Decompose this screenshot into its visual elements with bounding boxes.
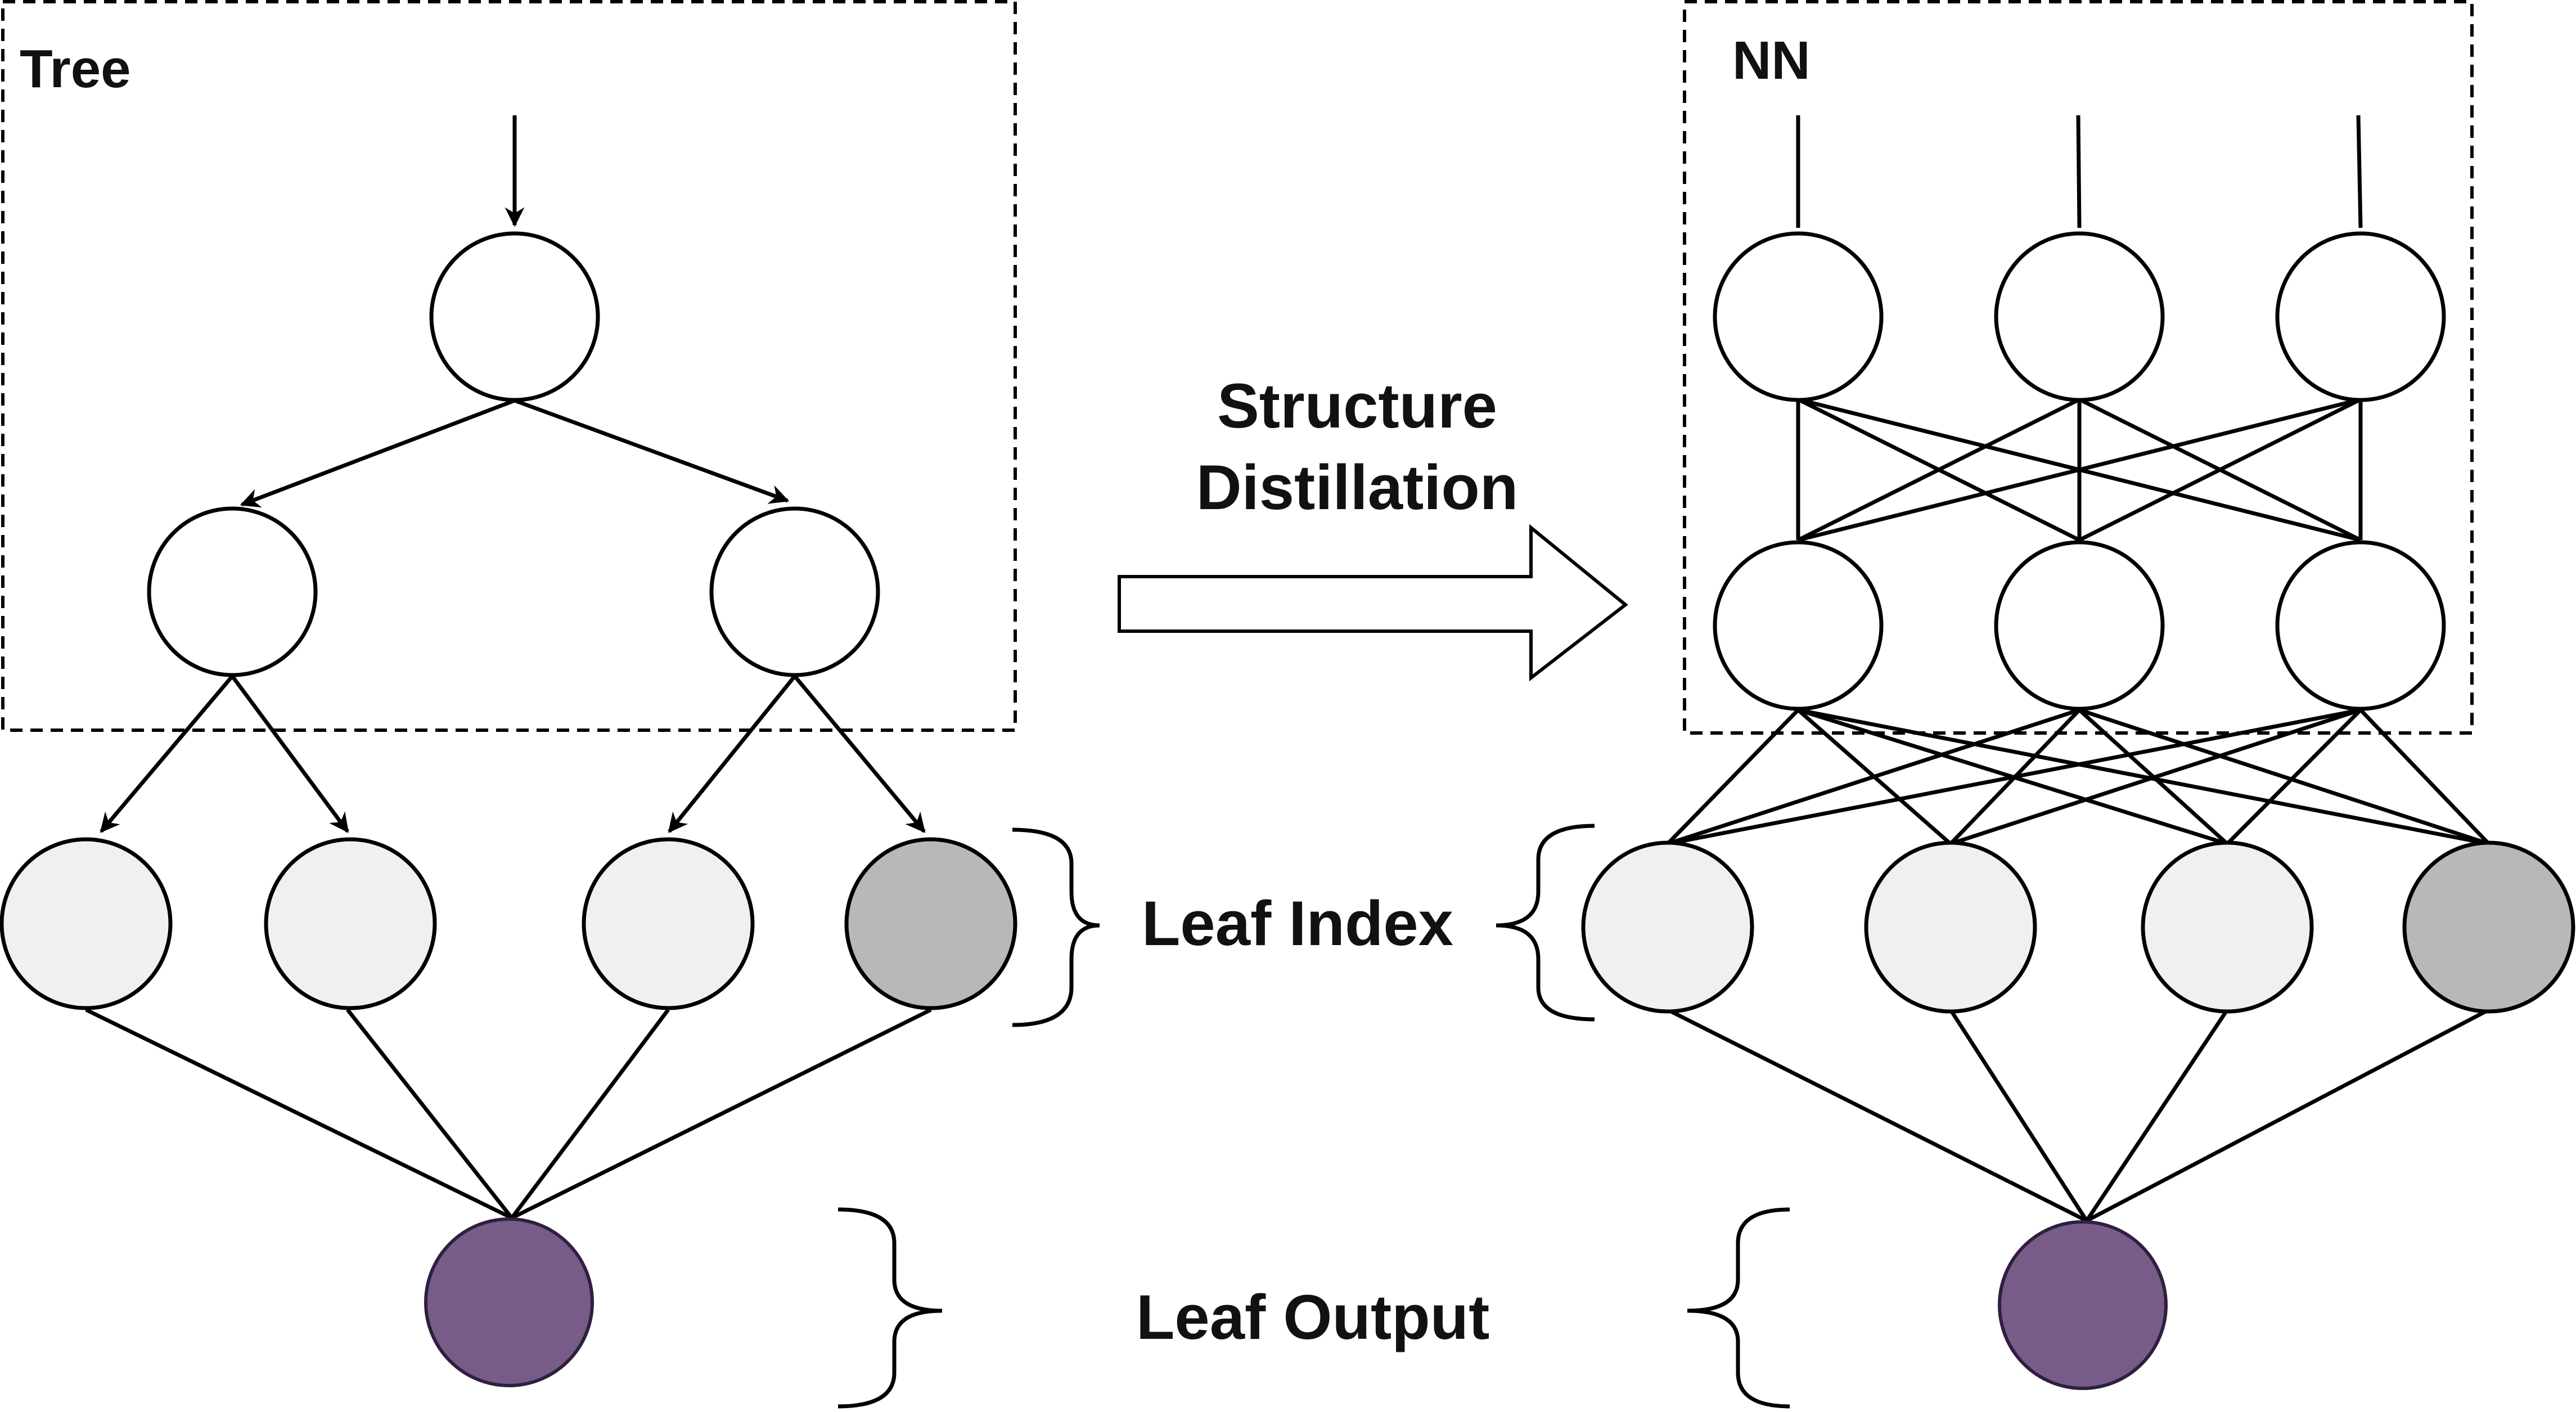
tree-dashed-box — [1, 0, 1017, 732]
tree-leaf-node — [0, 837, 173, 1010]
leaf-index-brace-right — [1496, 824, 1595, 1022]
tree-selected-leaf-node — [844, 837, 1017, 1010]
nn-label: NN — [1732, 30, 1811, 91]
nn-input-node — [1994, 231, 2165, 402]
nn-input-node — [2275, 231, 2446, 402]
tree-root-node — [429, 231, 600, 402]
tree-edges — [85, 115, 932, 1220]
hollow-right-arrow — [1118, 524, 1628, 682]
nn-hidden-node — [1994, 540, 2165, 711]
tree-leaf-node — [264, 837, 437, 1010]
tree-internal-node — [147, 506, 318, 677]
nn-hidden-node — [2275, 540, 2446, 711]
tree-label: Tree — [20, 39, 130, 99]
nn-selected-leaf-node — [2402, 840, 2575, 1014]
leaf-output-brace-right — [1687, 1207, 1790, 1409]
nn-leaf-node — [1864, 840, 2037, 1014]
nn-hidden-node — [1713, 540, 1884, 711]
tree-leaf-node — [582, 837, 755, 1010]
nn-leaf-output-node — [1998, 1220, 2168, 1390]
transform-label-line1: Structure — [1217, 371, 1497, 441]
nn-leaf-node — [1581, 840, 1754, 1014]
leaf-output-brace-left — [837, 1207, 943, 1409]
nn-input-node — [1713, 231, 1884, 402]
leaf-index-label: Leaf Index — [1142, 888, 1453, 959]
leaf-output-label: Leaf Output — [1136, 1282, 1489, 1352]
transform-label-line2: Distillation — [1196, 452, 1518, 523]
nn-edges — [1666, 115, 2491, 1223]
nn-dashed-box — [1683, 0, 2474, 735]
leaf-index-brace-left — [1012, 828, 1100, 1027]
tree-leaf-output-node — [424, 1217, 594, 1387]
nn-leaf-node — [2141, 840, 2314, 1014]
tree-internal-node — [709, 506, 880, 677]
